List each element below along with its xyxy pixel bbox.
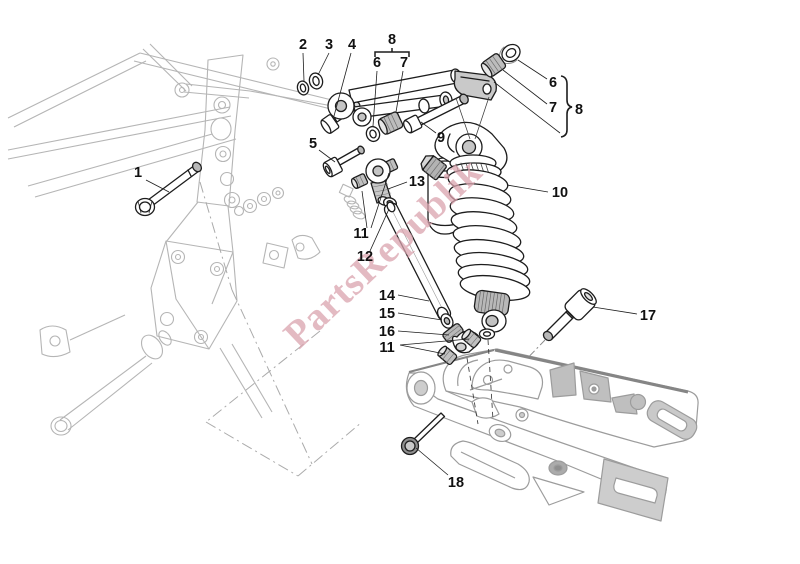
callout-1-label: 1: [134, 165, 142, 181]
callout-11-upper-label: 11: [353, 226, 368, 242]
callout-12-label: 12: [357, 249, 373, 265]
callout-7-top-label: 7: [400, 55, 408, 71]
callout-10-label: 10: [552, 185, 568, 201]
part-washer-3: [308, 72, 324, 90]
part-shock-absorber-10: [420, 121, 531, 340]
part-bushing-7-right: [480, 53, 507, 78]
callouts: 1 2 3 4 8 6 7 6 7 8 5 9 13 10 11 12 14 1…: [134, 32, 656, 491]
callout-6-right-label: 6: [549, 75, 557, 91]
callout-17-label: 17: [640, 308, 656, 324]
part-bolt-1: [134, 161, 203, 217]
catalog-parts: [134, 43, 597, 456]
callout-15-label: 15: [379, 306, 395, 322]
part-bushing-7-left: [377, 111, 404, 135]
swingarm-ghost: [405, 348, 699, 522]
part-bolt-17: [542, 288, 597, 342]
callout-11-lower-label: 11: [379, 340, 394, 356]
part-ring-15: [440, 313, 454, 329]
callout-8-right-label: 8: [575, 102, 583, 118]
part-bushing-11-upper-left: [350, 173, 369, 189]
leader-lines: [145, 52, 638, 476]
callout-13-label: 13: [409, 174, 425, 190]
callout-8-top-label: 8: [388, 32, 396, 48]
part-eyelet-13: [365, 158, 392, 206]
callout-16-label: 16: [379, 324, 395, 340]
callout-18-label: 18: [448, 475, 464, 491]
callout-4-label: 4: [348, 37, 356, 53]
construction-lines: [199, 181, 546, 477]
callout-5-label: 5: [309, 136, 317, 152]
assembly-guide-lines: [455, 96, 494, 425]
callout-6-top-label: 6: [373, 55, 381, 71]
group-brackets: [374, 48, 573, 138]
part-bushing-11-lower-left: [437, 345, 458, 366]
callout-2-label: 2: [299, 37, 307, 53]
callout-9-label: 9: [437, 130, 445, 146]
part-seal-6-left: [365, 125, 381, 143]
bracket-8-top: [374, 48, 410, 57]
frame-ghost: [7, 43, 366, 436]
part-bolt-5: [322, 145, 365, 178]
part-washer-2: [296, 80, 310, 96]
brace-8-right: [560, 75, 573, 138]
callout-14-label: 14: [379, 288, 395, 304]
callout-3-label: 3: [325, 37, 333, 53]
callout-7-right-label: 7: [549, 100, 557, 116]
part-rocker-arm: [327, 68, 497, 127]
part-bolt-18: [400, 412, 446, 456]
part-bushing-11-lower-right: [461, 328, 482, 349]
part-bolt-9: [403, 93, 469, 134]
